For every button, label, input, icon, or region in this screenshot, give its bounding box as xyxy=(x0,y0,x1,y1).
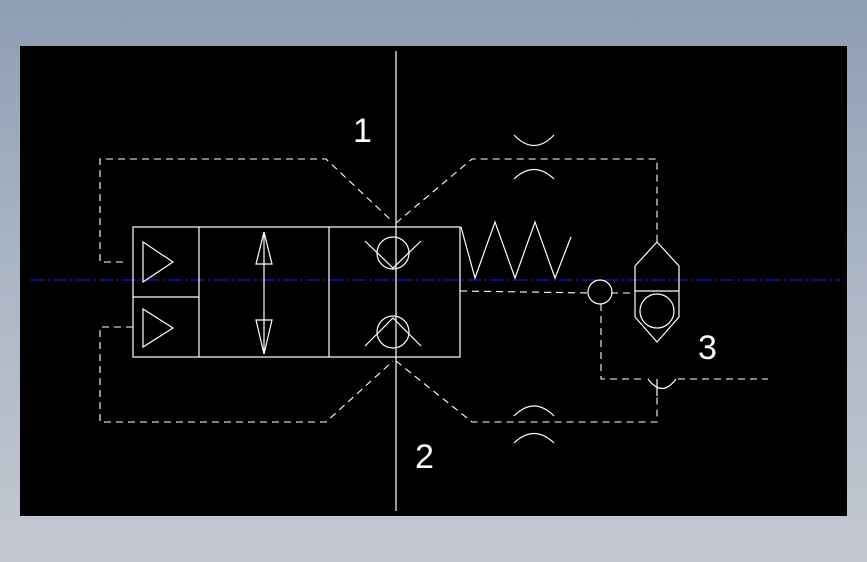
filter-icon xyxy=(634,241,680,343)
pilot-line-top-left xyxy=(99,158,394,263)
double-arrow-icon xyxy=(255,231,273,355)
cad-viewport[interactable]: 1 2 3 xyxy=(20,46,847,516)
pilot-triangle-icon xyxy=(142,240,175,284)
port-3-label: 3 xyxy=(698,329,717,367)
tank-symbol xyxy=(647,378,677,390)
orifice-icon xyxy=(513,134,555,180)
port-2-label: 2 xyxy=(415,438,434,476)
pilot-line-top-right xyxy=(395,158,658,245)
pilot-triangle-icon xyxy=(142,307,175,349)
spring-icon xyxy=(460,220,572,280)
orifice-icon xyxy=(513,405,555,444)
tank-line xyxy=(600,304,645,380)
port-1-label: 1 xyxy=(353,112,372,150)
drain-line xyxy=(459,290,591,294)
pilot-line-bottom-right xyxy=(395,360,658,423)
check-valve-icon xyxy=(364,315,422,349)
junction-circle xyxy=(587,279,613,305)
pilot-line-bottom-left xyxy=(99,326,394,423)
check-valve-icon xyxy=(364,236,422,270)
hydraulic-schematic: 1 2 3 xyxy=(30,51,840,511)
valve-body xyxy=(132,226,461,358)
